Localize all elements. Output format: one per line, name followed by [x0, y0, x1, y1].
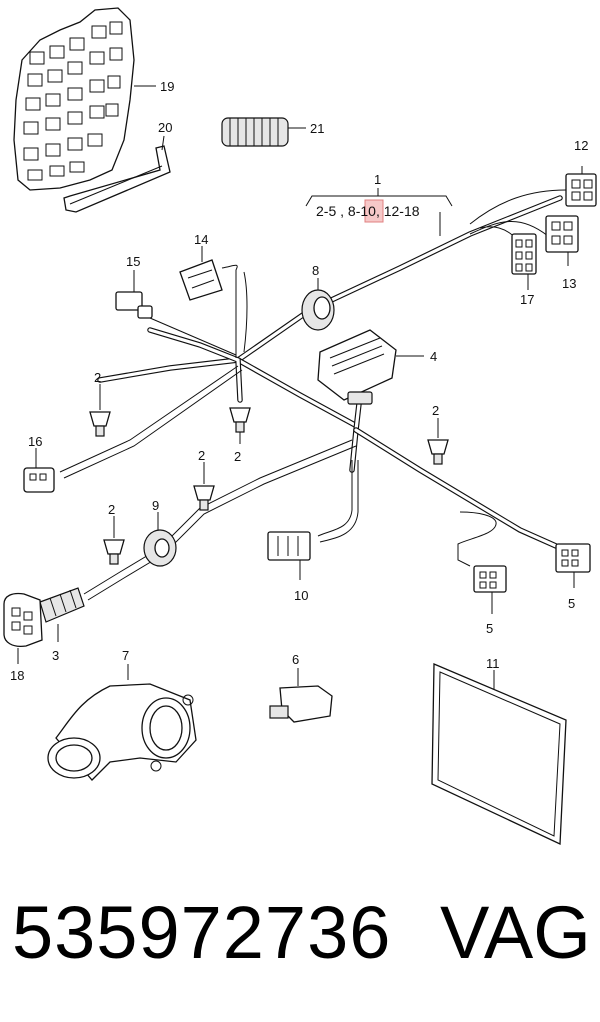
callout-15: 15 — [126, 254, 140, 269]
grommet-part-9 — [143, 512, 177, 567]
range-text-highlight: 10 — [360, 203, 376, 219]
connector-part-17 — [511, 233, 537, 290]
connector-part-4 — [317, 329, 424, 405]
callout-13: 13 — [562, 276, 576, 291]
clip-part-2-c — [427, 418, 449, 465]
callout-19: 19 — [160, 79, 174, 94]
callout-5-a: 5 — [568, 596, 575, 611]
callout-2-b: 2 — [234, 449, 241, 464]
clip-part-2-e — [103, 516, 125, 565]
connector-part-18 — [3, 592, 43, 664]
connector-part-10 — [267, 531, 311, 580]
clip-part-2-d — [193, 462, 215, 511]
connector-part-14 — [179, 246, 223, 301]
connector-part-16 — [23, 448, 55, 493]
callout-3: 3 — [52, 648, 59, 663]
callout-5-b: 5 — [486, 621, 493, 636]
bracket-part-6 — [269, 668, 333, 723]
range-text-end: , 12-18 — [376, 203, 420, 219]
brand-name: VAG — [440, 891, 591, 974]
callout-18: 18 — [10, 668, 24, 683]
callout-7: 7 — [122, 648, 129, 663]
range-bracket-part-1: 1 2-5 , 8-10, 12-18 — [305, 172, 453, 236]
sleeve-part-21 — [221, 117, 306, 147]
connector-part-5-a — [555, 543, 591, 588]
callout-21: 21 — [310, 121, 324, 136]
callout-8: 8 — [312, 263, 319, 278]
callout-12: 12 — [574, 138, 588, 153]
clip-part-2-b — [229, 407, 251, 444]
callout-9: 9 — [152, 498, 159, 513]
callout-2-a: 2 — [94, 370, 101, 385]
wiring-harness — [59, 189, 567, 601]
callout-1: 1 — [374, 172, 381, 187]
grommet-part-8 — [301, 278, 335, 331]
svg-text:2-5 , 8-10, 12-18: 2-5 , 8-10, 12-18 — [316, 203, 420, 219]
clip-part-2-a — [89, 384, 111, 437]
connector-part-5-b — [473, 565, 507, 614]
part-number: 535972736 — [12, 891, 392, 974]
callout-16: 16 — [28, 434, 42, 449]
connector-part-15 — [115, 270, 153, 319]
bracket-part-20 — [63, 135, 171, 213]
callout-2-d: 2 — [198, 448, 205, 463]
relay-carrier-part-19 — [13, 7, 156, 191]
callout-11: 11 — [486, 656, 500, 671]
footer: 535972736 VAG — [0, 890, 600, 1010]
connector-part-13 — [545, 215, 579, 266]
callout-2-c: 2 — [432, 403, 439, 418]
callout-2-e: 2 — [108, 502, 115, 517]
callout-14: 14 — [194, 232, 208, 247]
callout-10: 10 — [294, 588, 308, 603]
callout-4: 4 — [430, 349, 437, 364]
parts-diagram: 19 20 21 1 2-5 , 8-10, 12-18 — [3, 7, 597, 846]
range-text-start: 2-5 , 8- — [316, 203, 361, 219]
duct-part-7 — [47, 664, 197, 781]
pad-part-11 — [431, 663, 567, 846]
sleeve-part-3 — [39, 587, 85, 642]
callout-20: 20 — [158, 120, 172, 135]
connector-part-12 — [565, 166, 597, 207]
callout-6: 6 — [292, 652, 299, 667]
callout-17: 17 — [520, 292, 534, 307]
